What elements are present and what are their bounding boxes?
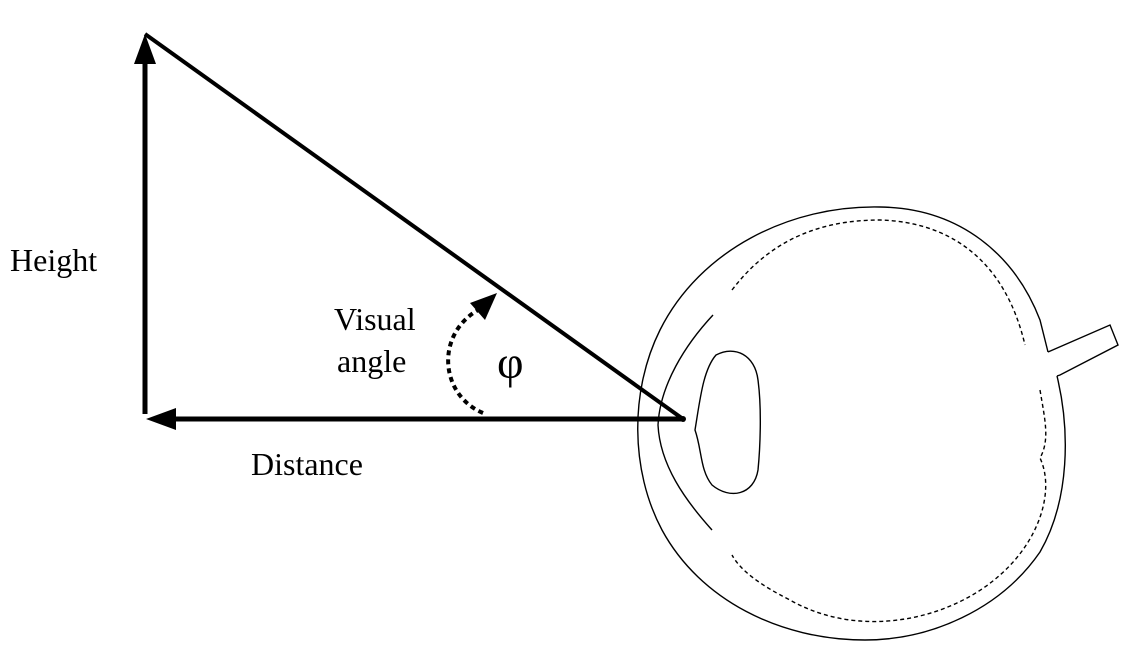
retina-lower	[731, 389, 1047, 623]
eye-outer-outline	[637, 206, 1066, 641]
visual-angle-arc	[446, 293, 497, 415]
eye-illustration	[637, 206, 1119, 641]
distance-arrow	[146, 408, 683, 430]
height-label: Height	[10, 242, 97, 278]
lens	[694, 350, 762, 495]
visual-angle-label-line2: angle	[337, 343, 406, 379]
distance-label: Distance	[251, 446, 363, 482]
visual-angle-label-line1: Visual	[334, 301, 416, 337]
line-of-sight	[143, 32, 685, 421]
optic-nerve	[1047, 324, 1119, 377]
height-arrow	[134, 34, 156, 414]
retina-upper	[731, 219, 1026, 346]
cornea	[657, 314, 714, 531]
angle-symbol: φ	[497, 337, 524, 388]
nodal-point	[680, 416, 686, 422]
